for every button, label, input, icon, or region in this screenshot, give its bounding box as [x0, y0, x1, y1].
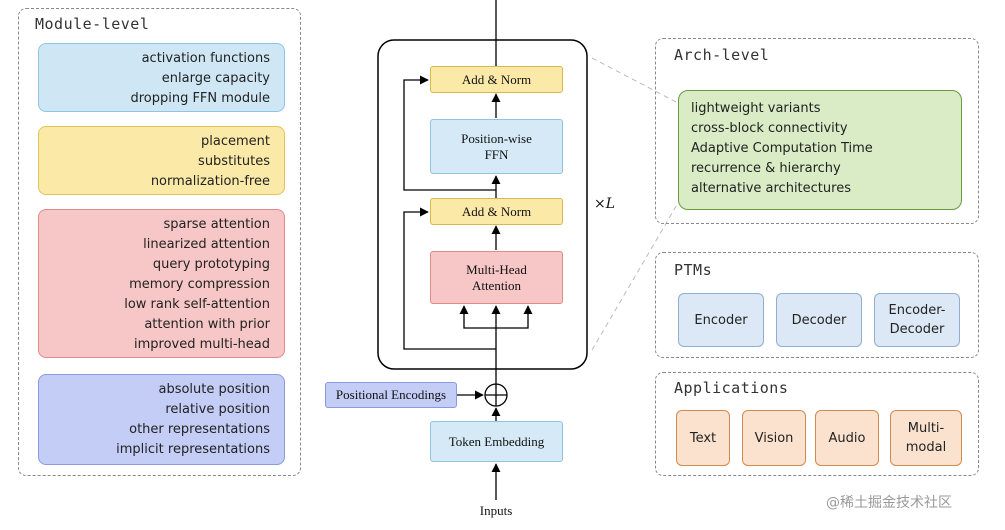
- module-item: relative position: [165, 402, 270, 417]
- mha-label-line1: Multi-Head: [466, 261, 527, 277]
- multi-head-attention: Multi-Head Attention: [430, 251, 563, 304]
- module-item: enlarge capacity: [161, 71, 270, 86]
- arch-item: Adaptive Computation Time: [691, 141, 873, 156]
- app-multimodal: Multi- modal: [890, 410, 962, 466]
- module-item: substitutes: [198, 154, 270, 169]
- app-text: Text: [676, 410, 730, 466]
- applications-title: Applications: [674, 379, 789, 397]
- ptm-encoder-decoder: Encoder- Decoder: [874, 293, 960, 347]
- module-item: implicit representations: [116, 442, 270, 457]
- app-audio-label: Audio: [828, 430, 866, 446]
- app-multimodal-line2: modal: [905, 440, 947, 455]
- ptm-encoder-decoder-line1: Encoder-: [888, 303, 946, 318]
- app-vision: Vision: [742, 410, 806, 466]
- module-item: dropping FFN module: [130, 91, 270, 106]
- arch-level-title: Arch-level: [674, 46, 770, 64]
- module-item: sparse attention: [163, 217, 270, 232]
- attention-group: sparse attention linearized attention qu…: [38, 209, 285, 358]
- add-norm-top-label: Add & Norm: [461, 71, 532, 87]
- token-embedding: Token Embedding: [430, 421, 563, 462]
- ptm-decoder-label: Decoder: [791, 312, 847, 328]
- watermark: @稀土掘金技术社区: [826, 495, 952, 511]
- module-item: query prototyping: [152, 257, 270, 272]
- ffn-label-line2: FFN: [484, 146, 509, 162]
- arch-item: lightweight variants: [691, 101, 821, 116]
- ptm-encoder-decoder-line2: Decoder: [889, 322, 945, 337]
- positional-encodings-label: Positional Encodings: [335, 387, 447, 402]
- app-vision-label: Vision: [754, 430, 794, 446]
- arch-level-box: lightweight variants cross-block connect…: [678, 90, 962, 210]
- ptm-decoder: Decoder: [776, 293, 862, 347]
- module-level-title: Module-level: [35, 15, 150, 33]
- ptm-encoder-label: Encoder: [694, 312, 748, 328]
- applications-panel: Applications: [655, 372, 979, 476]
- activation-group: activation functions enlarge capacity dr…: [38, 43, 285, 112]
- app-audio: Audio: [815, 410, 879, 466]
- position-wise-ffn: Position-wise FFN: [430, 119, 563, 174]
- encoder-block-outline: [377, 39, 588, 370]
- inputs-label: Inputs: [479, 503, 513, 518]
- module-item: linearized attention: [143, 237, 270, 252]
- module-item: low rank self-attention: [124, 297, 270, 312]
- repeat-label: ×L: [594, 196, 616, 212]
- ptm-encoder: Encoder: [678, 293, 764, 347]
- module-level-panel: Module-level: [18, 8, 301, 476]
- arch-level-panel: Arch-level: [655, 38, 979, 224]
- ptms-title: PTMs: [674, 261, 713, 279]
- module-item: improved multi-head: [134, 337, 270, 352]
- normalization-group: placement substitutes normalization-free: [38, 126, 285, 195]
- add-norm-bottom-label: Add & Norm: [461, 203, 532, 219]
- module-item: absolute position: [158, 382, 270, 397]
- module-item: memory compression: [129, 277, 270, 292]
- add-norm-top: Add & Norm: [430, 66, 563, 93]
- positional-encodings: Positional Encodings: [325, 382, 457, 408]
- ptms-panel: PTMs: [655, 252, 979, 358]
- position-group: absolute position relative position othe…: [38, 374, 285, 465]
- module-item: activation functions: [141, 51, 270, 66]
- module-item: attention with prior: [144, 317, 270, 332]
- add-norm-bottom: Add & Norm: [430, 198, 563, 225]
- module-item: normalization-free: [150, 174, 270, 189]
- mha-label-line2: Attention: [471, 277, 522, 293]
- ffn-label-line1: Position-wise: [461, 130, 532, 146]
- module-item: placement: [201, 134, 270, 149]
- arch-item: recurrence & hierarchy: [691, 161, 841, 176]
- token-embedding-label: Token Embedding: [448, 433, 545, 449]
- app-text-label: Text: [689, 430, 717, 446]
- module-item: other representations: [129, 422, 270, 437]
- app-multimodal-line1: Multi-: [907, 421, 945, 436]
- arch-item: alternative architectures: [691, 181, 851, 196]
- arch-item: cross-block connectivity: [691, 121, 848, 136]
